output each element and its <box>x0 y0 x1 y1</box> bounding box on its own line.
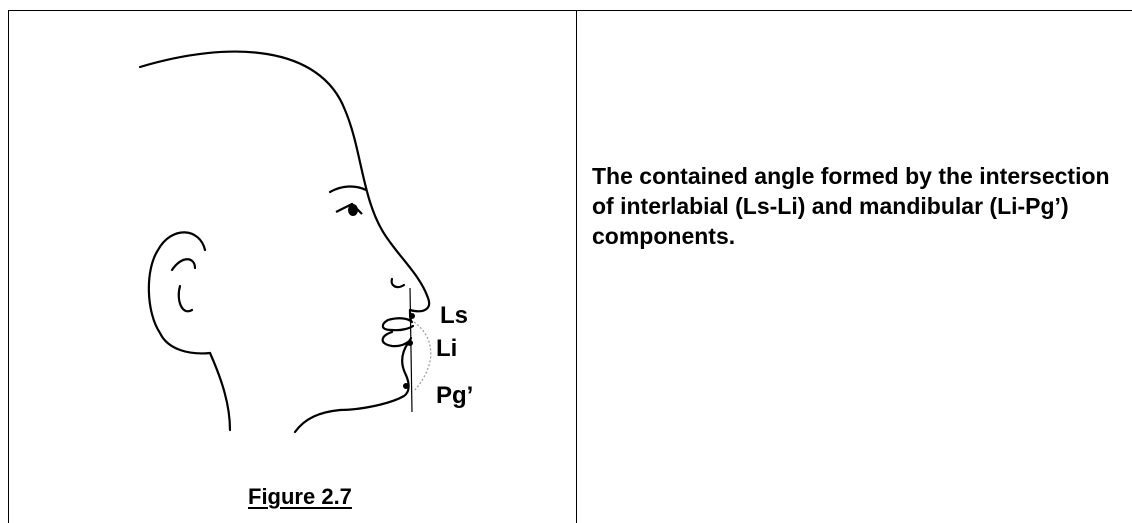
ear-outer <box>147 231 212 355</box>
profile-head-illustration: Ls Li Pg’ <box>138 50 473 434</box>
ear-inner <box>170 258 197 272</box>
table-frame <box>8 10 1132 523</box>
figure-caption: Figure 2.7 <box>248 484 352 509</box>
label-ls: Ls <box>440 302 468 329</box>
upper-lip <box>381 308 415 332</box>
point-pg <box>403 383 409 389</box>
table-cell-divider <box>576 10 577 523</box>
reference-line <box>409 287 413 413</box>
point-li <box>407 340 413 346</box>
eyebrow <box>328 185 368 194</box>
chin-jaw <box>293 341 410 434</box>
label-pg: Pg’ <box>436 382 473 409</box>
label-li: Li <box>436 335 457 362</box>
neck-back <box>208 351 232 432</box>
ear-canal <box>177 284 194 313</box>
eye <box>335 202 363 216</box>
point-ls <box>409 313 415 319</box>
nostril <box>390 277 406 289</box>
description-text: The contained angle formed by the inters… <box>592 163 1110 249</box>
head-outline <box>138 50 431 313</box>
angle-arc <box>413 321 432 391</box>
